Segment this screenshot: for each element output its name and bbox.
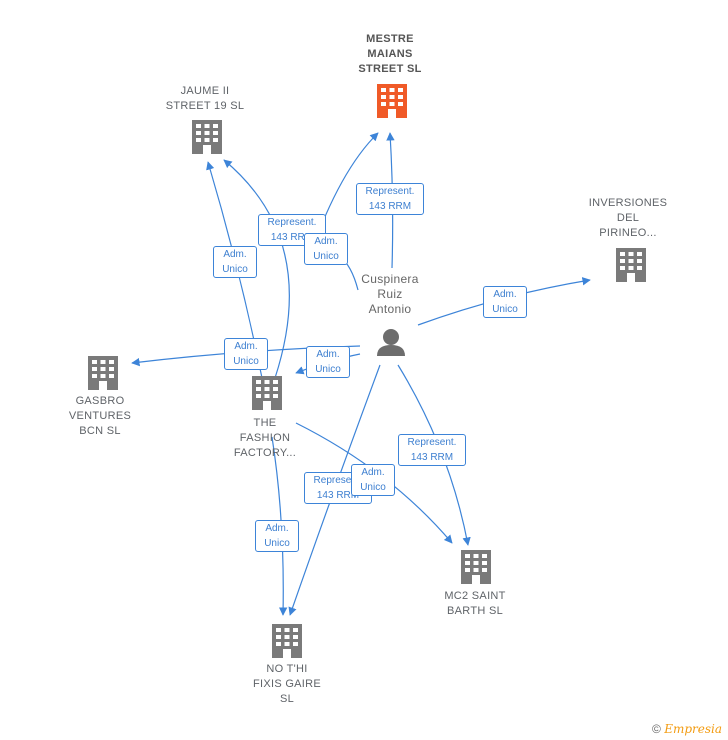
- node-label-mestre-maians[interactable]: MESTRE MAIANS STREET SL: [358, 33, 422, 75]
- node-label-fashion-factory[interactable]: THE FASHION FACTORY...: [233, 417, 297, 459]
- edge-label-adm-fashion[interactable]: Adm. Unico: [306, 346, 350, 378]
- edge-label-rep-mc2[interactable]: Represent. 143 RRM: [398, 434, 466, 466]
- person-label[interactable]: Cuspinera Ruiz Antonio: [361, 272, 419, 316]
- edge-label-adm-nothi[interactable]: Adm. Unico: [255, 520, 299, 552]
- edge-fashion-jaume-rep: [223, 159, 290, 379]
- node-nothi-icon[interactable]: [272, 624, 302, 658]
- node-label-inversiones[interactable]: INVERSIONES DEL PIRINEO...: [588, 197, 668, 239]
- node-label-jaume-ii[interactable]: JAUME II STREET 19 SL: [165, 85, 245, 112]
- edge-label-adm-jaume[interactable]: Adm. Unico: [213, 246, 257, 278]
- edge-label-rep-mestre[interactable]: Represent. 143 RRM: [356, 183, 424, 215]
- node-label-nothi[interactable]: NO T'HI FIXIS GAIRE SL: [252, 663, 322, 705]
- building-icon-highlighted: [377, 84, 407, 118]
- building-icon: [252, 376, 282, 410]
- building-icon: [88, 356, 118, 390]
- copyright-symbol: ©: [652, 722, 661, 736]
- footer-brand: © Empresia: [652, 722, 722, 736]
- node-label-gasbro[interactable]: GASBRO VENTURES BCN SL: [68, 395, 132, 437]
- person-icon[interactable]: [377, 329, 405, 356]
- edge-label-adm-mestre[interactable]: Adm. Unico: [304, 233, 348, 265]
- node-inversiones-icon[interactable]: [616, 248, 646, 282]
- node-fashion-factory-icon[interactable]: [252, 376, 282, 410]
- node-jaume-ii-icon[interactable]: [192, 120, 222, 154]
- building-icon: [461, 550, 491, 584]
- building-icon: [192, 120, 222, 154]
- edge-label-adm-inversiones[interactable]: Adm. Unico: [483, 286, 527, 318]
- edge-label-adm-mc2[interactable]: Adm. Unico: [351, 464, 395, 496]
- edge-label-adm-gasbro[interactable]: Adm. Unico: [224, 338, 268, 370]
- node-mc2-icon[interactable]: [461, 550, 491, 584]
- brand-logo: Empresia: [664, 722, 722, 736]
- building-icon: [272, 624, 302, 658]
- node-label-mc2[interactable]: MC2 SAINT BARTH SL: [444, 590, 506, 617]
- building-icon: [616, 248, 646, 282]
- node-mestre-maians-icon[interactable]: [377, 84, 407, 118]
- node-gasbro-icon[interactable]: [88, 356, 118, 390]
